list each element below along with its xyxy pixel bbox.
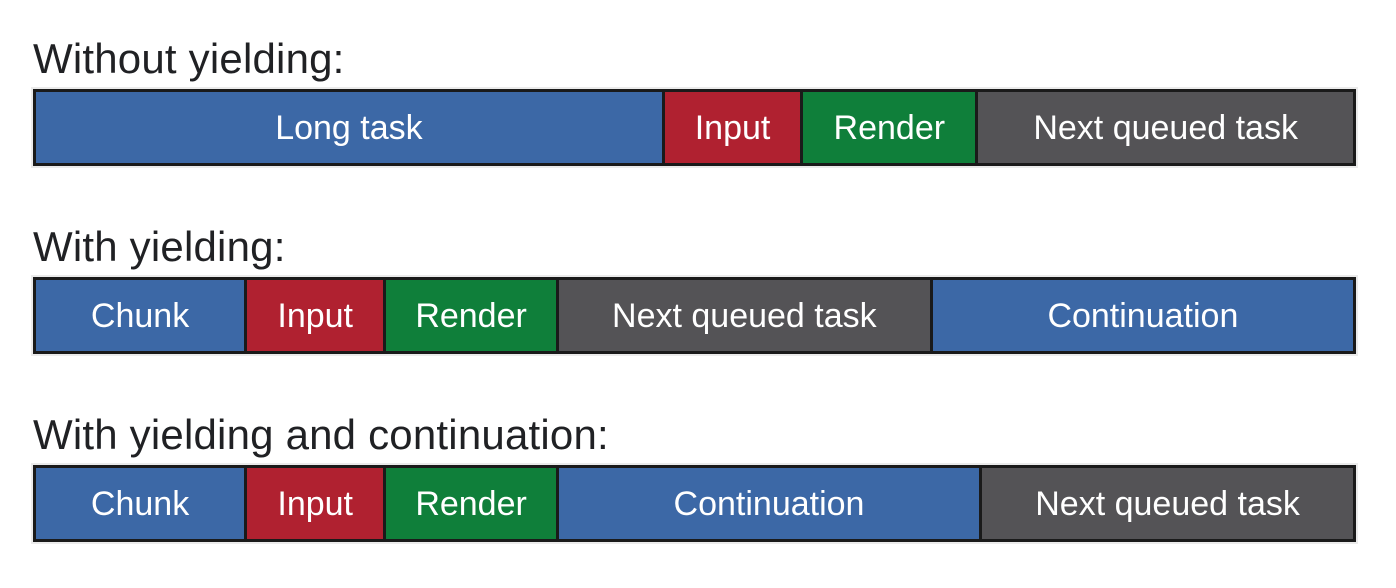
- section-label-with-yielding-and-continuation: With yielding and continuation:: [33, 411, 609, 458]
- timeline-segment-input: Input: [247, 468, 384, 539]
- timeline-segment-continuation: Continuation: [932, 280, 1353, 351]
- timeline-segment-chunk: Chunk: [36, 468, 245, 539]
- timeline-segment-input: Input: [664, 92, 801, 163]
- timeline-segment-render: Render: [386, 468, 556, 539]
- timeline-segment-continuation: Continuation: [558, 468, 980, 539]
- timeline-segment-render: Render: [803, 92, 976, 163]
- timeline-segment-input: Input: [247, 280, 384, 351]
- timeline-segment-next-queued-task: Next queued task: [982, 468, 1353, 539]
- section-label-without-yielding: Without yielding:: [33, 35, 345, 82]
- timeline-segment-next-queued-task: Next queued task: [558, 280, 930, 351]
- timeline-segment-next-queued-task: Next queued task: [978, 92, 1354, 163]
- timeline-segment-render: Render: [386, 280, 556, 351]
- timeline-segment-chunk: Chunk: [36, 280, 245, 351]
- section-label-with-yielding: With yielding:: [33, 223, 286, 270]
- timeline-segment-long-task: Long task: [36, 92, 662, 163]
